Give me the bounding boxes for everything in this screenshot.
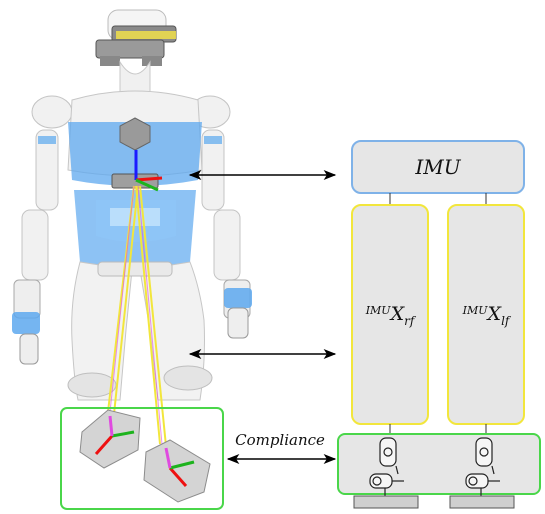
robot-arms — [12, 95, 252, 365]
kinematics-label-right-foot: IMUXrf — [365, 303, 417, 328]
robot-head — [95, 9, 177, 93]
kinematics-label-left-foot: IMUXlf — [462, 303, 512, 328]
robot-feet — [79, 409, 211, 503]
humanoid-robot-illustration — [12, 9, 252, 503]
imu-box — [351, 140, 525, 194]
compliance-box — [337, 433, 541, 495]
compliance-mechanism-right — [369, 437, 404, 496]
imu-frame-axes — [134, 150, 163, 192]
feet-compliance-frame — [60, 407, 224, 510]
robot-legs — [67, 261, 213, 401]
foot-plate-left — [449, 495, 515, 509]
kinematic-chain-lines — [107, 185, 167, 447]
imu-label: IMU — [414, 155, 461, 179]
compliance-label: Compliance — [235, 431, 325, 449]
foot-plate-right — [353, 495, 419, 509]
compliance-mechanism-left — [465, 437, 500, 496]
